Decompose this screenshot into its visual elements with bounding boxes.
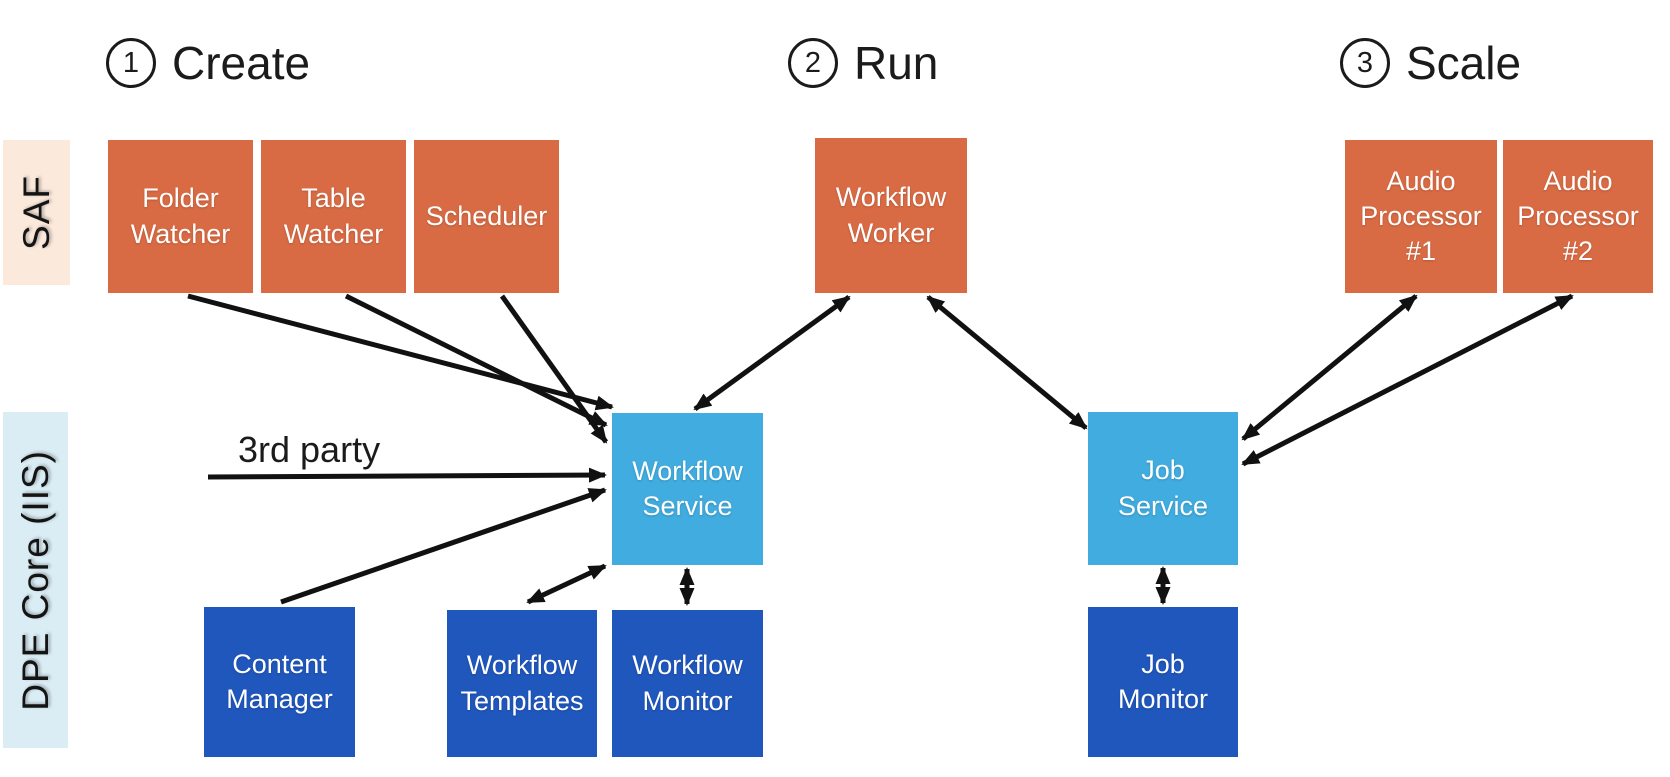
node-table-watcher-label: Table Watcher: [283, 183, 384, 249]
lane-saf-text: SAF: [15, 175, 57, 250]
node-scheduler: Scheduler: [414, 140, 559, 293]
node-job-monitor: Job Monitor: [1088, 607, 1238, 757]
node-content-manager-label: Content Manager: [226, 648, 333, 714]
section-title-run-text: Run: [854, 37, 939, 89]
node-workflow-service-label: Workflow Service: [632, 455, 743, 521]
node-scheduler-label: Scheduler: [425, 200, 548, 231]
edge-workflow-worker-to-job-service: [926, 295, 1088, 430]
node-job-monitor-label: Job Monitor: [1117, 648, 1209, 714]
edge-third-party-to-workflow-service: [207, 467, 607, 483]
node-workflow-service: Workflow Service: [612, 413, 763, 565]
node-workflow-templates-label: Workflow Templates: [460, 650, 584, 716]
node-table-watcher: Table Watcher: [261, 140, 406, 293]
third-party-label: 3rd party: [238, 429, 381, 470]
edge-table-watcher-to-workflow-service: [344, 293, 608, 428]
node-job-service-label: Job Service: [1117, 455, 1209, 521]
edge-workflow-service-to-workflow-worker: [693, 294, 851, 412]
node-folder-watcher: Folder Watcher: [108, 140, 253, 293]
node-audio-processor-1-label: Audio Processor #1: [1360, 165, 1482, 267]
edge-workflow-templates-to-workflow-service: [526, 563, 607, 605]
node-workflow-worker: Workflow Worker: [815, 138, 967, 293]
node-workflow-worker-label: Workflow Worker: [835, 182, 947, 248]
edge-job-service-to-audio-processor-1: [1241, 294, 1418, 441]
edge-job-service-to-audio-processor-2: [1241, 293, 1574, 467]
section-title-run: 2 Run: [788, 38, 938, 88]
section-title-create-text: Create: [172, 37, 311, 89]
node-workflow-monitor: Workflow Monitor: [612, 610, 763, 757]
node-audio-processor-2: Audio Processor #2: [1503, 140, 1653, 293]
node-workflow-templates: Workflow Templates: [447, 610, 597, 757]
node-folder-watcher-label: Folder Watcher: [130, 183, 231, 249]
section-title-scale-text: Scale: [1406, 37, 1522, 89]
node-audio-processor-1: Audio Processor #1: [1345, 140, 1497, 293]
node-content-manager: Content Manager: [204, 607, 355, 757]
lane-label-saf: SAF: [3, 140, 70, 285]
circled-number-2-icon: 2: [788, 38, 838, 88]
node-audio-processor-2-label: Audio Processor #2: [1517, 165, 1639, 267]
section-title-scale: 3 Scale: [1340, 38, 1521, 88]
edge-content-manager-to-workflow-service: [280, 487, 607, 605]
node-workflow-monitor-label: Workflow Monitor: [632, 650, 743, 716]
lane-label-dpe-core-iis: DPE Core (IIS): [3, 412, 68, 748]
node-job-service: Job Service: [1088, 412, 1238, 565]
edge-scheduler-to-workflow-service: [499, 294, 609, 444]
circled-number-3-icon: 3: [1340, 38, 1390, 88]
circled-number-1-icon: 1: [106, 38, 156, 88]
edge-folder-watcher-to-workflow-service: [187, 293, 614, 411]
lane-dpe-text: DPE Core (IIS): [14, 449, 56, 711]
section-title-create: 1 Create: [106, 38, 310, 88]
